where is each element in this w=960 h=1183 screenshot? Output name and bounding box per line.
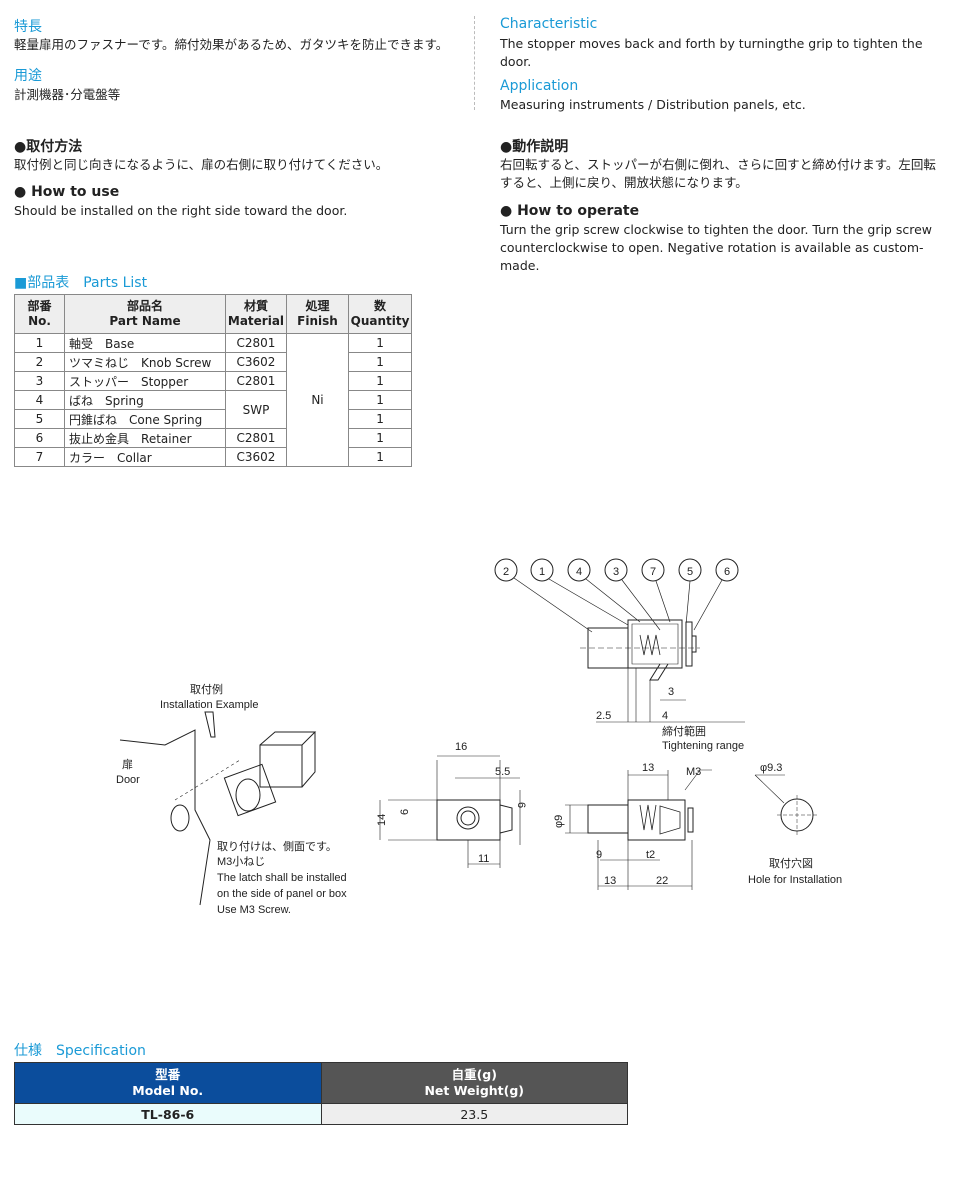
operation-text: Turn the grip screw clockwise to tighten… — [500, 222, 933, 273]
balloon-label: 2 — [503, 566, 509, 578]
install-note: 取り付けは、側面です。 — [217, 840, 337, 853]
door-label-jp: 扉 — [122, 758, 133, 771]
use-title: 用途 — [14, 68, 42, 84]
operation-title: ● How to operate — [500, 203, 640, 219]
dim-label: 2.5 — [596, 710, 611, 722]
tightening-range-jp: 締付範囲 — [662, 724, 706, 738]
net-weight-cell: 23.5 — [320, 1103, 628, 1125]
install-note: The latch shall be installed — [217, 872, 347, 884]
hole-title-en: Hole for Installation — [748, 874, 842, 886]
characteristic-text: The stopper moves back and forth by turn… — [500, 36, 923, 69]
part-balloons — [494, 558, 739, 633]
dim-label: 11 — [478, 853, 489, 865]
dim-label: φ9.3 — [760, 762, 782, 774]
install-title-en: Installation Example — [160, 699, 258, 711]
install-note: on the side of panel or box — [217, 888, 347, 900]
door-label-en: Door — [116, 774, 140, 786]
front-view-drawing — [565, 769, 712, 890]
dim-label: φ9 — [553, 815, 565, 828]
balloon-label: 1 — [539, 566, 545, 578]
dim-label: 9 — [596, 849, 602, 861]
dim-label: 16 — [455, 741, 467, 753]
tightening-range-en: Tightening range — [662, 740, 744, 752]
dim-label: 4 — [662, 710, 668, 722]
use-text: 計測機器･分電盤等 — [14, 87, 121, 102]
application-text: Measuring instruments / Distribution pan… — [500, 97, 806, 112]
specification-title: 仕様 Specification — [14, 1043, 146, 1059]
finish-cell: Ni — [285, 333, 350, 467]
dim-label: 13 — [604, 875, 616, 887]
dim-label: 6 — [399, 809, 411, 815]
side-view-drawing — [379, 755, 521, 868]
dim-label: 14 — [376, 814, 388, 826]
feature-title: 特長 — [14, 19, 42, 35]
application-title: Application — [500, 78, 579, 94]
dim-label: M3 — [686, 766, 701, 778]
dim-label: 6 — [515, 802, 527, 808]
mount-title: ●取付方法 — [14, 139, 83, 155]
balloon-label: 7 — [650, 566, 656, 578]
operation-jp-text: 右回転すると、ストッパーが右側に倒れ、さらに回すと締め付けます。左回転すると、上… — [500, 157, 936, 190]
column-divider — [474, 16, 475, 110]
mount-text: 取付例と同じ向きになるように、扉の右側に取り付けてください。 — [14, 157, 389, 172]
top-view-drawing — [580, 619, 745, 723]
operation-jp-title: ●動作説明 — [500, 139, 569, 155]
hole-title-jp: 取付穴図 — [769, 856, 813, 870]
install-note: M3小ねじ — [217, 855, 265, 868]
technical-drawing: 2 1 4 3 7 5 6 取付例 Installation Example 扉… — [116, 558, 842, 916]
feature-text: 軽量扉用のファスナーです。締付効果があるため、ガタツキを防止できます。 — [14, 37, 449, 52]
parts-list-title: ■部品表 Parts List — [14, 275, 148, 291]
install-note: Use M3 Screw. — [217, 904, 291, 916]
col-net-weight: 自重(g)Net Weight(g) — [320, 1062, 628, 1104]
dim-label: 5.5 — [495, 766, 510, 778]
balloon-label: 6 — [724, 566, 730, 578]
installation-example-drawing — [119, 711, 317, 906]
balloon-label: 5 — [687, 566, 693, 578]
dim-label: t2 — [646, 849, 655, 861]
install-title-jp: 取付例 — [190, 682, 223, 696]
howto-title: ● How to use — [14, 184, 120, 200]
characteristic-title: Characteristic — [500, 16, 598, 32]
howto-text: Should be installed on the right side to… — [14, 203, 348, 218]
table-row: TL-86-6 23.5 — [14, 1103, 628, 1125]
dim-label: 3 — [668, 686, 674, 698]
model-no-cell: TL-86-6 — [14, 1103, 322, 1125]
dim-label: 22 — [656, 875, 668, 887]
balloon-label: 3 — [613, 566, 619, 578]
hole-drawing — [754, 774, 817, 835]
dim-label: 13 — [642, 762, 654, 774]
balloon-label: 4 — [576, 566, 582, 578]
